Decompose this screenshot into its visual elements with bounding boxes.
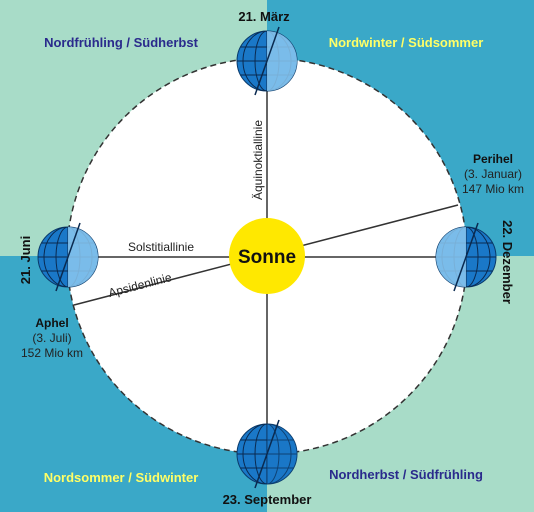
date-label-march: 21. März <box>238 9 290 24</box>
quadrant-label-top-right: Nordwinter / Südsommer <box>329 35 484 50</box>
aphelion-date: (3. Juli) <box>32 331 71 345</box>
earth-globe-icon <box>237 26 297 96</box>
quadrant-label-bottom-right: Nordherbst / Südfrühling <box>329 467 483 482</box>
earth-globe-icon <box>38 222 98 292</box>
sun-icon <box>229 218 305 294</box>
sun-label: Sonne <box>238 247 296 268</box>
quadrant-label-top-left: Nordfrühling / Südherbst <box>44 35 198 50</box>
solstice-line-label: Solstitiallinie <box>128 240 194 254</box>
perihelion-date: (3. Januar) <box>464 167 522 181</box>
date-label-december: 22. Dezember <box>500 220 515 304</box>
earth-globe-icon <box>436 222 496 292</box>
perihelion-title: Perihel <box>473 152 513 166</box>
aphelion-distance: 152 Mio km <box>21 346 83 360</box>
aphelion-title: Aphel <box>35 316 68 330</box>
date-label-june: 21. Juni <box>18 236 33 284</box>
date-label-september: 23. September <box>223 492 312 507</box>
quadrant-label-bottom-left: Nordsommer / Südwinter <box>44 470 199 485</box>
equinox-line-label: Äquinoktiallinie <box>251 120 265 200</box>
perihelion-distance: 147 Mio km <box>462 182 524 196</box>
earth-globe-icon <box>237 419 297 489</box>
